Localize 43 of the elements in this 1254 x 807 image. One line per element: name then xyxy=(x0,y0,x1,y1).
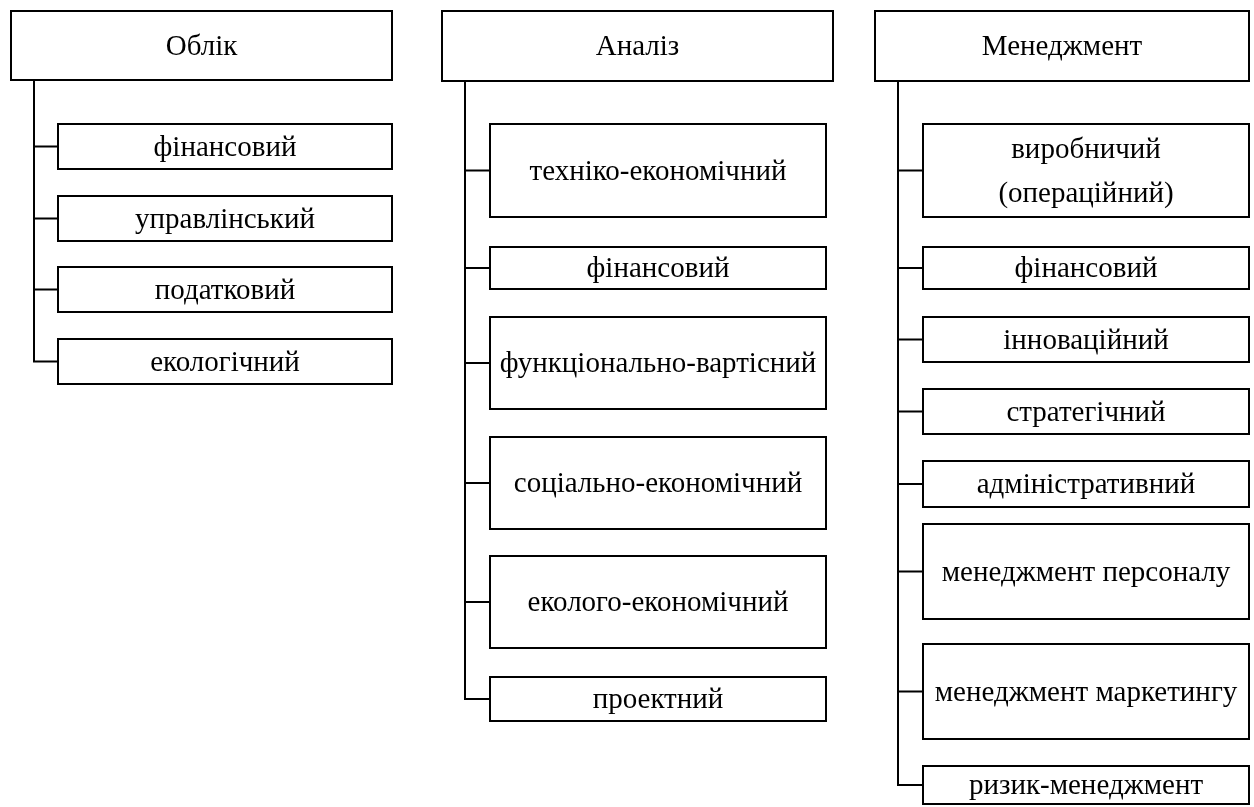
category-box xyxy=(922,388,1250,435)
category-box xyxy=(57,338,393,385)
category-box xyxy=(922,246,1250,290)
category-box xyxy=(57,266,393,313)
box-label: податковий xyxy=(154,271,296,307)
category-box xyxy=(489,555,827,649)
box-label: управлінський xyxy=(135,200,315,236)
box-label: функціонально-вартісний xyxy=(499,345,817,381)
box-label: екологічний xyxy=(150,343,300,379)
category-box xyxy=(874,10,1250,82)
box-label: Аналіз xyxy=(595,28,680,64)
category-box xyxy=(489,316,827,410)
category-box xyxy=(922,460,1250,508)
box-label: техніко-економічний xyxy=(529,152,787,188)
box-label: фінансовий xyxy=(586,250,730,286)
category-box xyxy=(489,436,827,530)
box-label: фінансовий xyxy=(1014,250,1158,286)
box-label: інноваційний xyxy=(1003,321,1169,357)
box-label: стратегічний xyxy=(1006,393,1166,429)
box-label: проектний xyxy=(592,681,724,717)
category-box xyxy=(922,316,1250,363)
box-label: менеджмент маркетингу xyxy=(934,673,1238,709)
category-box xyxy=(10,10,393,81)
category-box xyxy=(57,123,393,170)
box-label: менеджмент персоналу xyxy=(941,553,1231,589)
box-label: Облік xyxy=(165,27,238,63)
category-box xyxy=(489,246,827,290)
box-label: соціально-економічний xyxy=(513,465,803,501)
category-box xyxy=(922,765,1250,805)
connector-line xyxy=(33,80,58,363)
category-box xyxy=(922,643,1250,740)
category-box xyxy=(922,523,1250,620)
category-box xyxy=(489,123,827,218)
category-box xyxy=(57,195,393,242)
box-label: фінансовий xyxy=(153,128,297,164)
box-label: Менеджмент xyxy=(981,28,1143,64)
box-label: ризик-менеджмент xyxy=(968,767,1204,803)
category-box xyxy=(441,10,834,82)
box-label: еколого-економічний xyxy=(527,584,789,620)
box-label: виробничий (операційний) xyxy=(997,131,1175,210)
category-box xyxy=(922,123,1250,218)
category-box xyxy=(489,676,827,722)
box-label: адміністративний xyxy=(976,466,1196,502)
